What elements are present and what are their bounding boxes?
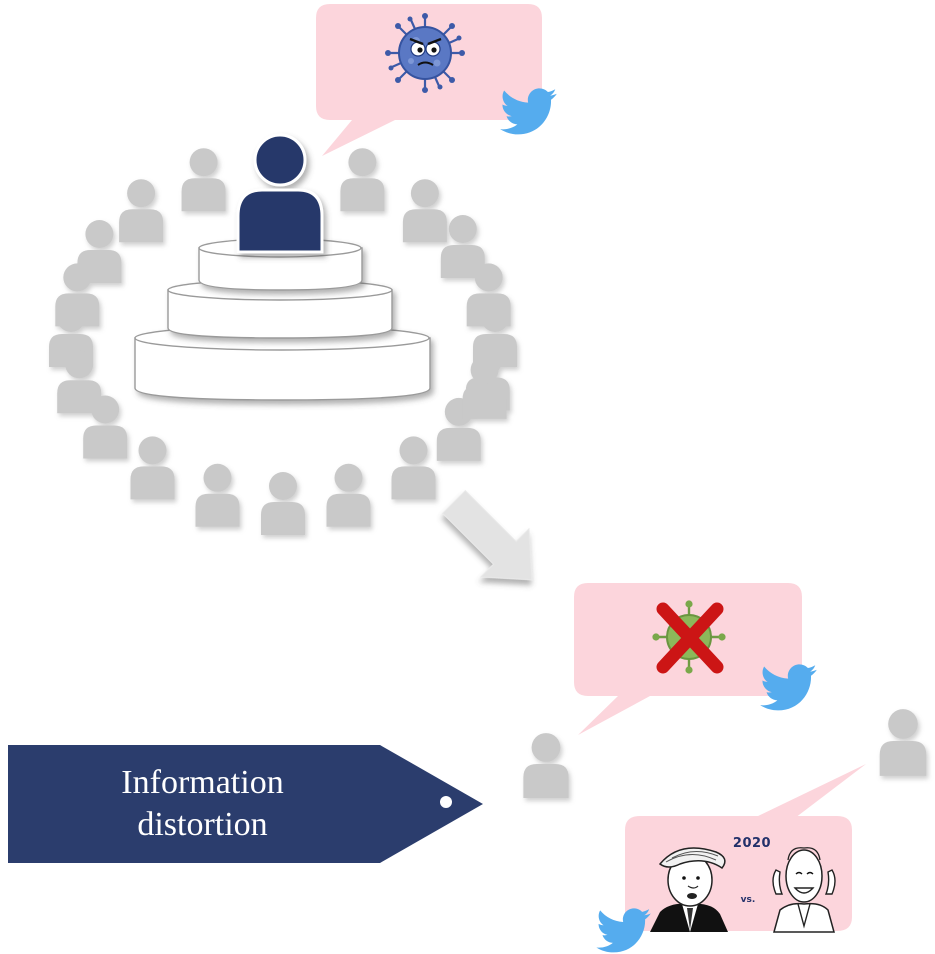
top-speech-bubble: [316, 4, 542, 156]
podium: [134, 238, 431, 401]
versus-label: vs.: [740, 895, 756, 905]
speaker-person-icon: [236, 133, 324, 254]
caricature-right: [772, 847, 836, 933]
audience-person-icon: [261, 472, 305, 535]
audience-person-icon: [340, 148, 385, 212]
audience-person-icon: [181, 148, 226, 212]
audience-person-icon: [119, 179, 164, 243]
arrow-icon: [441, 489, 533, 581]
information-distortion-tag: [8, 745, 483, 863]
caricature-left: [650, 847, 728, 932]
audience-person-icon: [130, 436, 175, 500]
audience-person-icon: [326, 463, 371, 527]
sharer-person-icon: [523, 733, 569, 798]
virus-icon: [385, 13, 465, 93]
twitter-icon: [596, 908, 651, 953]
audience-person-icon: [391, 436, 436, 500]
audience-person-icon: [402, 179, 447, 243]
year-label: 2020: [732, 836, 772, 851]
other-person-icon: [879, 709, 927, 776]
crossed-virus-icon: [652, 600, 726, 674]
audience-person-icon: [195, 463, 240, 527]
